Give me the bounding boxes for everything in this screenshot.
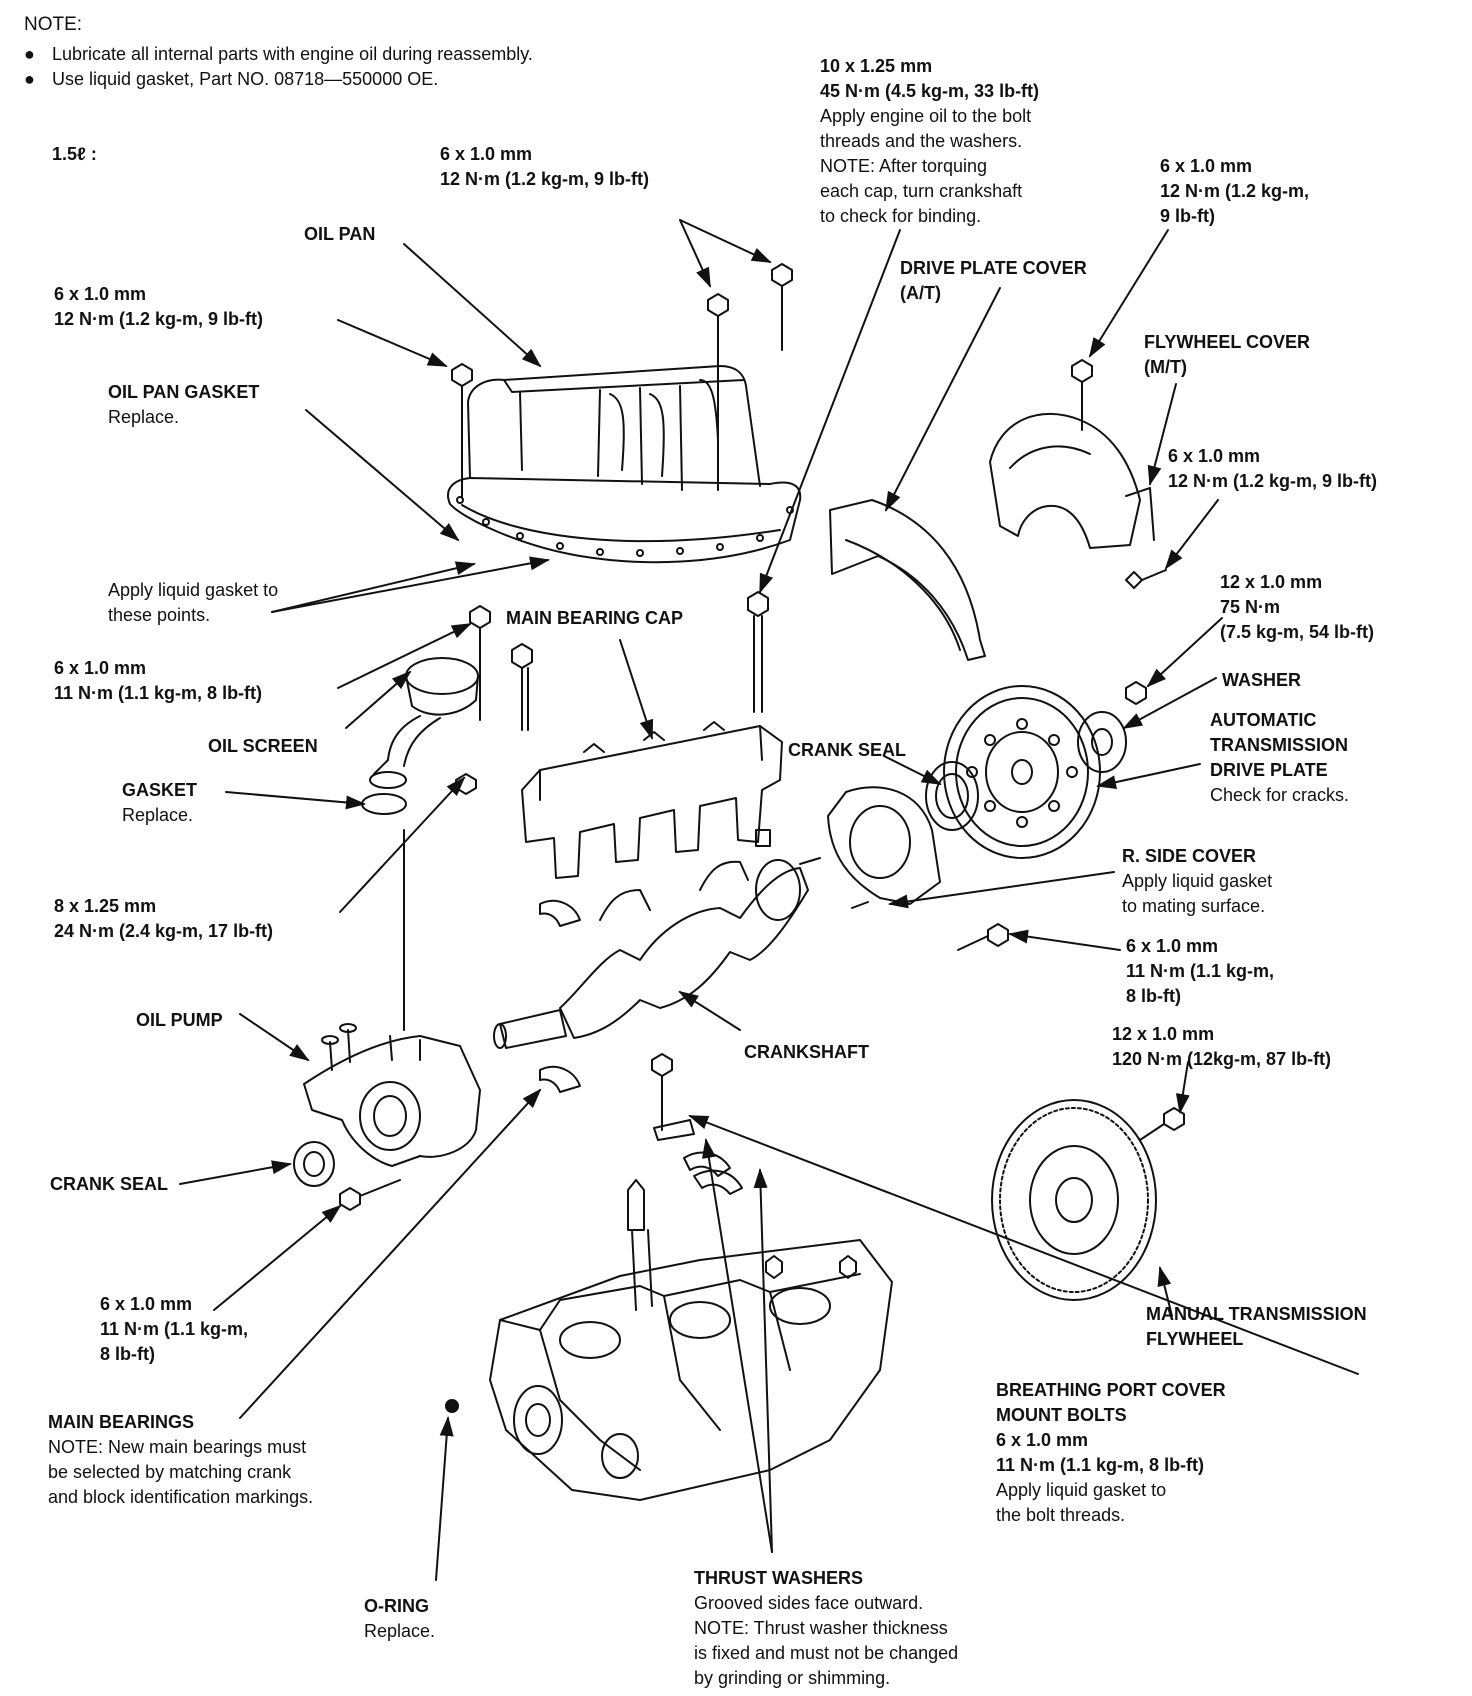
side-cover-bolt-label: 6 x 1.0 mm 11 N·m (1.1 kg-m, 8 lb-ft)	[1126, 936, 1275, 1006]
engine-displacement: 1.5ℓ :	[52, 144, 97, 164]
washer-label: WASHER	[1222, 670, 1302, 690]
pan-bolt-left-label: 6 x 1.0 mm 12 N·m (1.2 kg-m, 9 lb-ft)	[54, 284, 264, 329]
crank-seal-right-label: CRANK SEAL	[788, 740, 907, 760]
main-bearings-label: MAIN BEARINGS NOTE: New main bearings mu…	[48, 1412, 314, 1507]
crank-seal-right-part	[925, 761, 979, 831]
r-side-cover-label: R. SIDE COVER Apply liquid gasket to mat…	[1122, 846, 1273, 916]
pan-bolt-top-label: 6 x 1.0 mm 12 N·m (1.2 kg-m, 9 lb-ft)	[440, 144, 650, 189]
at-drive-plate	[943, 685, 1101, 859]
oil-pan-gasket-label: OIL PAN GASKET Replace.	[108, 382, 260, 427]
mt-flywheel-label: MANUAL TRANSMISSION FLYWHEEL	[1146, 1304, 1367, 1349]
note-item: Use liquid gasket, Part NO. 08718—550000…	[24, 67, 533, 92]
oil-pump-part	[293, 829, 481, 1211]
note-item: Lubricate all internal parts with engine…	[24, 42, 533, 67]
pump-bolt-lower-label: 6 x 1.0 mm 11 N·m (1.1 kg-m, 8 lb-ft)	[100, 1294, 249, 1364]
screen-bolt-label: 6 x 1.0 mm 11 N·m (1.1 kg-m, 8 lb-ft)	[54, 658, 263, 703]
flywheel-bolt-label: 12 x 1.0 mm 120 N·m (12kg-m, 87 lb-ft)	[1112, 1024, 1332, 1069]
flywheel-cover	[989, 359, 1167, 589]
gasket-label: GASKET Replace.	[122, 780, 198, 825]
drive-plate-cover	[829, 499, 986, 661]
flywheel-cover-bolt-top-label: 6 x 1.0 mm 12 N·m (1.2 kg-m, 9 lb-ft)	[1160, 156, 1310, 226]
main-cap-bolt-label: 10 x 1.25 mm 45 N·m (4.5 kg-m, 33 lb-ft)…	[820, 56, 1040, 226]
drive-plate-bolt-label: 12 x 1.0 mm 75 N·m (7.5 kg-m, 54 lb-ft)	[1220, 572, 1375, 642]
oil-pan-label: OIL PAN	[304, 224, 376, 244]
main-bearing-cap	[511, 591, 783, 879]
pan-bolts	[451, 263, 793, 499]
note-heading: NOTE:	[24, 14, 83, 35]
oil-screen-part	[361, 605, 491, 815]
washer-part	[1077, 681, 1147, 773]
breathing-port-label: BREATHING PORT COVER MOUNT BOLTS 6 x 1.0…	[996, 1380, 1226, 1525]
pump-bolt-label: 8 x 1.25 mm 24 N·m (2.4 kg-m, 17 lb-ft)	[54, 896, 274, 941]
crank-seal-left-label: CRANK SEAL	[50, 1174, 169, 1194]
bearings-parts	[651, 1053, 743, 1195]
drive-plate-cover-label: DRIVE PLATE COVER (A/T)	[900, 258, 1087, 303]
leader-lines	[179, 219, 1359, 1581]
r-side-cover	[799, 786, 1009, 951]
apply-liquid-gasket-label: Apply liquid gasket to these points.	[108, 580, 279, 625]
note-list: Lubricate all internal parts with engine…	[24, 42, 533, 92]
oil-pan	[447, 365, 802, 564]
oil-screen-label: OIL SCREEN	[208, 736, 318, 756]
engine-block-part	[489, 1179, 893, 1501]
flywheel-cover-label: FLYWHEEL COVER (M/T)	[1144, 332, 1311, 377]
mt-flywheel-part	[991, 1099, 1185, 1301]
crankshaft-label: CRANKSHAFT	[744, 1042, 869, 1062]
main-bearing-cap-label: MAIN BEARING CAP	[506, 608, 684, 628]
oil-pump-label: OIL PUMP	[136, 1010, 223, 1030]
flywheel-cover-bolt-label: 6 x 1.0 mm 12 N·m (1.2 kg-m, 9 lb-ft)	[1168, 446, 1378, 491]
o-ring-label: O-RING Replace.	[364, 1596, 436, 1641]
o-ring-part	[445, 1399, 459, 1413]
crankshaft-part	[493, 859, 809, 1093]
at-drive-plate-label: AUTOMATIC TRANSMISSION DRIVE PLATE Check…	[1210, 710, 1350, 805]
thrust-washers-label: THRUST WASHERS Grooved sides face outwar…	[694, 1568, 959, 1688]
